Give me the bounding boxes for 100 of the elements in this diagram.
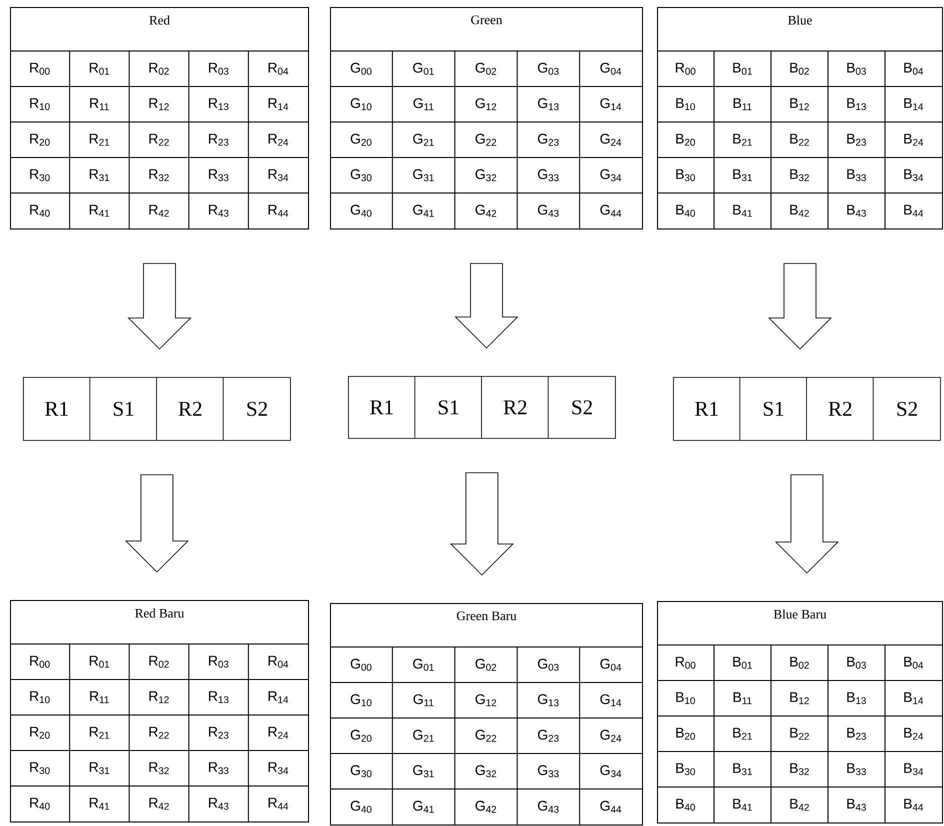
segmented-box: R1 S1 R2 S2 xyxy=(673,376,941,441)
cell-text: R$_{23}$ xyxy=(209,134,228,146)
cell-text: G$_{22}$ xyxy=(476,730,496,742)
cell-text: B$_{21}$ xyxy=(733,728,752,740)
cell-text: G$_{33}$ xyxy=(538,169,559,182)
cell-text: B$_{23}$ xyxy=(847,728,866,740)
cell-text: R$_{03}$ xyxy=(209,62,228,75)
cell-text: R$_{33}$ xyxy=(209,169,228,182)
cell-text: G$_{34}$ xyxy=(600,169,622,182)
cell-text: G$_{24}$ xyxy=(600,134,622,146)
cell-text: R$_{32}$ xyxy=(149,169,169,182)
cell-text: B$_{32}$ xyxy=(790,763,809,776)
cell-text: B$_{02}$ xyxy=(790,62,809,75)
cell-text: R$_{31}$ xyxy=(90,762,110,774)
cell-text: G$_{11}$ xyxy=(414,694,434,706)
cell-text: B$_{10}$ xyxy=(676,98,695,110)
cell-text: G$_{20}$ xyxy=(350,134,372,146)
cell-text: B$_{12}$ xyxy=(790,98,809,110)
cell-text: B$_{34}$ xyxy=(904,763,924,776)
cell-text: G$_{42}$ xyxy=(476,204,496,217)
cell-text: R$_{20}$ xyxy=(30,134,50,146)
cell-text: G$_{01}$ xyxy=(413,658,434,671)
cell-text: R$_{24}$ xyxy=(268,726,288,739)
cell-text: B$_{33}$ xyxy=(847,169,866,182)
cell-text: R$_{00}$ xyxy=(30,656,50,668)
cell-text: B$_{41}$ xyxy=(733,204,752,217)
cell-text: B$_{13}$ xyxy=(847,692,866,704)
cell-text: B$_{22}$ xyxy=(790,134,809,146)
cell-text: B$_{12}$ xyxy=(790,692,809,704)
cell-text: G$_{31}$ xyxy=(413,169,434,182)
cell-text: B$_{14}$ xyxy=(904,692,924,704)
block-arrow xyxy=(124,474,189,573)
cell-text: G$_{04}$ xyxy=(600,658,622,671)
cell-text: B$_{01}$ xyxy=(733,62,752,75)
cell-text: R$_{34}$ xyxy=(268,762,288,774)
cell-text: R$_{31}$ xyxy=(90,169,110,182)
cell-text: G$_{13}$ xyxy=(538,694,559,706)
cell-text: R$_{44}$ xyxy=(268,204,288,217)
cell-text: R$_{02}$ xyxy=(149,62,169,75)
cell-text: R$_{41}$ xyxy=(90,204,110,217)
cell-text: R$_{13}$ xyxy=(209,691,228,704)
cell-text: B$_{43}$ xyxy=(847,204,866,217)
cell-text: R$_{30}$ xyxy=(30,762,50,774)
cell-text: B$_{21}$ xyxy=(733,134,752,146)
cell-text: B$_{14}$ xyxy=(904,98,924,110)
cell-text: R$_{01}$ xyxy=(90,62,110,75)
cell-text: G$_{14}$ xyxy=(600,98,622,110)
cell-text: R$_{23}$ xyxy=(209,726,228,739)
cell-text: R$_{11}$ xyxy=(90,691,109,704)
cell-text: R$_{10}$ xyxy=(30,691,50,704)
cell-text: G$_{23}$ xyxy=(538,134,559,146)
cell-text: B$_{20}$ xyxy=(676,728,695,740)
cell-text: R$_{43}$ xyxy=(209,204,228,217)
cell-text: G$_{14}$ xyxy=(600,694,622,706)
cell-text: G$_{03}$ xyxy=(538,62,559,75)
cell-text: B$_{41}$ xyxy=(733,798,752,811)
cell-text: B$_{40}$ xyxy=(676,204,695,217)
cell-text: G$_{43}$ xyxy=(538,204,559,217)
block-arrow xyxy=(454,263,518,349)
cell-text: B$_{40}$ xyxy=(676,798,695,811)
cell-text: G$_{13}$ xyxy=(538,98,559,110)
cell-text: G$_{31}$ xyxy=(413,765,434,778)
cell-text: G$_{30}$ xyxy=(350,765,372,778)
cell-text: R$_{41}$ xyxy=(90,798,110,810)
cell-text: R$_{34}$ xyxy=(268,169,288,182)
cell-text: G$_{44}$ xyxy=(600,800,622,813)
cell-text: G$_{40}$ xyxy=(350,800,372,813)
cell-text: R$_{40}$ xyxy=(30,798,50,810)
cell-text: R$_{11}$ xyxy=(90,98,109,110)
block-arrow xyxy=(768,263,832,350)
cell-text: R$_{22}$ xyxy=(149,726,169,739)
cell-text: R$_{12}$ xyxy=(149,691,169,704)
cell-text: B$_{03}$ xyxy=(847,62,866,75)
cell-text: R$_{24}$ xyxy=(268,134,288,146)
cell-text: B$_{03}$ xyxy=(847,656,866,669)
cell-text: B$_{11}$ xyxy=(734,98,752,110)
cell-text: R$_{04}$ xyxy=(268,62,288,75)
cell-text: B$_{42}$ xyxy=(790,798,809,811)
block-arrow xyxy=(450,472,514,576)
cell-text: B$_{44}$ xyxy=(904,204,924,217)
cell-text: G$_{20}$ xyxy=(350,730,372,742)
cell-text: G$_{33}$ xyxy=(538,765,559,778)
cell-text: B$_{44}$ xyxy=(904,798,924,811)
cell-text: B$_{13}$ xyxy=(847,98,866,110)
cell-text: B$_{11}$ xyxy=(734,692,752,704)
cell-text: R$_{42}$ xyxy=(149,204,169,217)
cell-text: R$_{01}$ xyxy=(90,656,110,668)
cell-text: B$_{02}$ xyxy=(790,656,809,669)
cell-text: R$_{13}$ xyxy=(209,98,228,110)
cell-text: G$_{41}$ xyxy=(413,204,434,217)
cell-text: R$_{20}$ xyxy=(30,726,50,739)
cell-text: R$_{00}$ xyxy=(30,62,50,75)
cell-text: B$_{30}$ xyxy=(676,763,695,776)
cell-text: G$_{23}$ xyxy=(538,730,559,742)
cell-text: G$_{44}$ xyxy=(600,204,622,217)
cell-text: G$_{30}$ xyxy=(350,169,372,182)
cell-text: G$_{04}$ xyxy=(600,62,622,75)
cell-text: R$_{14}$ xyxy=(268,98,288,110)
cell-text: B$_{01}$ xyxy=(733,656,752,669)
cell-text: B$_{24}$ xyxy=(904,728,924,740)
